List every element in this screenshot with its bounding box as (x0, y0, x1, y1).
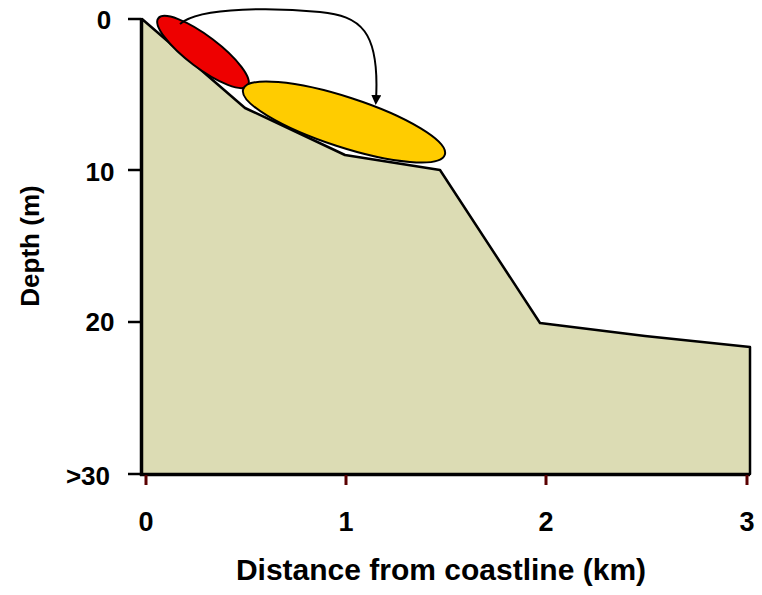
x-axis (140, 474, 750, 477)
transport-arrow (180, 9, 377, 100)
axis-title: Depth (m) (17, 185, 43, 306)
source-zone (149, 6, 258, 99)
y-axis (140, 18, 143, 476)
y-tick-label: 20 (86, 309, 115, 335)
x-tick-label: 3 (739, 509, 754, 536)
x-tick-label: 1 (338, 509, 353, 536)
y-tick-label: 0 (97, 7, 111, 33)
axis-title: Distance from coastline (km) (236, 555, 646, 585)
x-ticks (146, 475, 747, 485)
y-tick-label: >30 (66, 463, 110, 489)
deposition-zone (235, 65, 452, 178)
y-tick-label: 10 (86, 159, 115, 185)
y-ticks (128, 19, 141, 474)
x-tick-label: 0 (138, 509, 153, 536)
x-tick-label: 2 (538, 509, 553, 536)
